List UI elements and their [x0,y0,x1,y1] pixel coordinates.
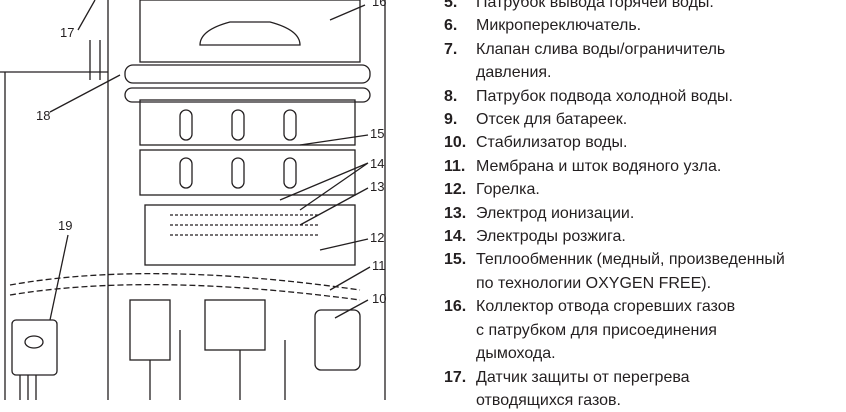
legend-text: Патрубок подвода холодной воды. [476,85,733,108]
legend-text: Теплообменник (медный, произведенный по … [476,248,785,295]
legend-item: 7.Клапан слива воды/ограничитель давлени… [444,38,846,85]
callout-19: 19 [58,218,72,233]
legend-number: 11. [444,155,476,178]
legend-item: 14.Электроды розжига. [444,225,846,248]
legend-number: 9. [444,108,476,131]
legend-item: 17.Датчик защиты от перегрева отводящихс… [444,366,846,412]
callout-13: 13 [370,179,384,194]
legend-number: 12. [444,178,476,201]
legend-item: 15.Теплообменник (медный, произведенный … [444,248,846,295]
legend-item: 16.Коллектор отвода сгоревших газов с па… [444,295,846,365]
legend-item: 12.Горелка. [444,178,846,201]
legend-number: 7. [444,38,476,85]
legend-item: 13.Электрод ионизации. [444,202,846,225]
legend-number: 10. [444,131,476,154]
legend-item: 9.Отсек для батареек. [444,108,846,131]
legend-number: 16. [444,295,476,365]
legend-text: Стабилизатор воды. [476,131,627,154]
callout-12: 12 [370,230,384,245]
heater-schematic [0,0,420,400]
legend-number: 15. [444,248,476,295]
water-heater-diagram: 16 17 18 15 14 13 12 19 11 10 [0,0,420,400]
legend-item: 11.Мембрана и шток водяного узла. [444,155,846,178]
callout-18: 18 [36,108,50,123]
legend-number: 5. [444,0,476,14]
legend-text: Электрод ионизации. [476,202,634,225]
callout-17: 17 [60,25,74,40]
legend-item: 10.Стабилизатор воды. [444,131,846,154]
legend-text: Датчик защиты от перегрева отводящихся г… [476,366,690,412]
callout-10: 10 [372,291,386,306]
callout-11: 11 [372,258,386,273]
legend-number: 6. [444,14,476,37]
legend-text: Клапан слива воды/ограничитель давления. [476,38,725,85]
legend-text: Отсек для батареек. [476,108,627,131]
legend-number: 13. [444,202,476,225]
legend-text: Горелка. [476,178,540,201]
legend-text: Электроды розжига. [476,225,626,248]
callout-14: 14 [370,156,384,171]
parts-legend: 5.Патрубок вывода горячей воды.6.Микропе… [444,0,846,412]
legend-text: Коллектор отвода сгоревших газов с патру… [476,295,735,365]
legend-item: 8.Патрубок подвода холодной воды. [444,85,846,108]
legend-text: Мембрана и шток водяного узла. [476,155,721,178]
legend-item: 5.Патрубок вывода горячей воды. [444,0,846,14]
legend-number: 8. [444,85,476,108]
legend-text: Микропереключатель. [476,14,641,37]
callout-16: 16 [372,0,386,9]
callout-15: 15 [370,126,384,141]
legend-text: Патрубок вывода горячей воды. [476,0,714,14]
legend-item: 6.Микропереключатель. [444,14,846,37]
legend-number: 17. [444,366,476,412]
legend-number: 14. [444,225,476,248]
